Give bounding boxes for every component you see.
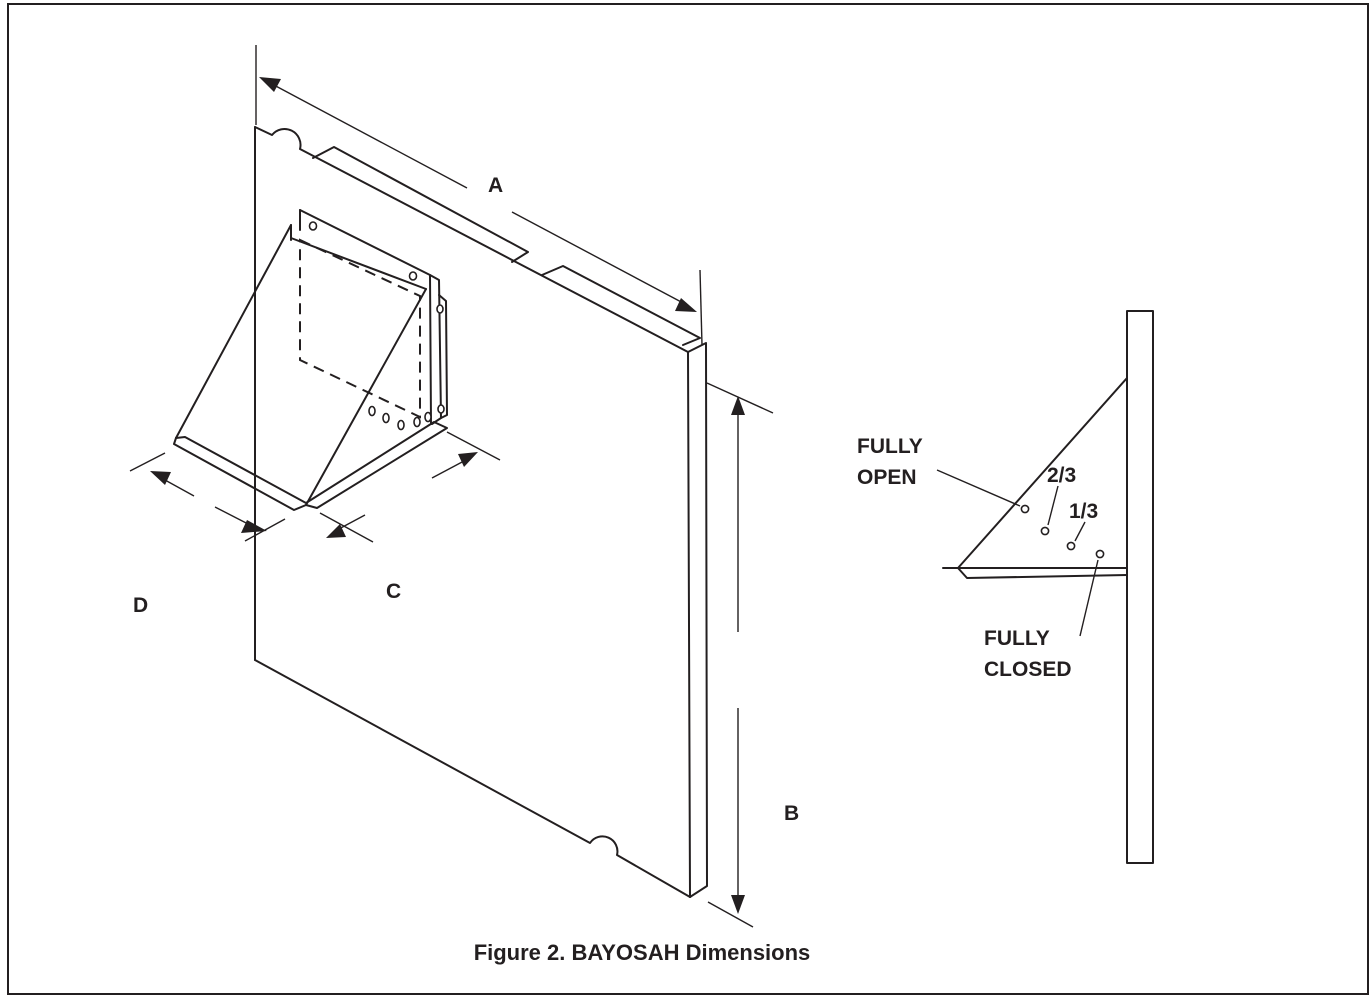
- dimension-c-arrow-down: [326, 524, 346, 538]
- figure-caption: Figure 2. BAYOSAH Dimensions: [474, 940, 811, 965]
- dimension-c-label: C: [386, 580, 401, 603]
- dimension-b-label: B: [784, 802, 799, 825]
- dimension-d: D: [129, 452, 286, 617]
- panel-body: [254, 126, 708, 898]
- dimension-c: C: [319, 431, 501, 603]
- label-fully-open-1: FULLY: [857, 435, 923, 458]
- dimension-b-arrow-up: [731, 396, 745, 415]
- hole-fully-open: [1020, 504, 1030, 514]
- figure-frame: [7, 3, 1369, 995]
- dimension-a-label: A: [488, 174, 503, 197]
- hole-one-third: [1066, 541, 1076, 551]
- hood: [173, 209, 448, 511]
- label-fully-closed-2: CLOSED: [984, 658, 1072, 681]
- dimension-c-arrow-up: [458, 452, 478, 467]
- dimension-d-arrow-right: [241, 520, 267, 533]
- dimension-a: A: [255, 45, 703, 346]
- dimension-a-arrow-right: [675, 298, 697, 312]
- top-flanges: [312, 146, 701, 346]
- side-view: FULLY OPEN 2/3 1/3 FULLY CLOSED: [857, 310, 1154, 864]
- dimension-b-arrow-down: [731, 895, 745, 914]
- dimension-b: B: [706, 382, 799, 928]
- dimension-d-arrow-left: [150, 471, 171, 485]
- label-fully-closed-1: FULLY: [984, 627, 1050, 650]
- label-fully-open-2: OPEN: [857, 466, 917, 489]
- dimension-d-label: D: [133, 594, 148, 617]
- hole-fully-closed: [1095, 549, 1105, 559]
- dimension-a-arrow-left: [259, 77, 281, 92]
- label-two-thirds: 2/3: [1047, 464, 1076, 487]
- label-one-third: 1/3: [1069, 500, 1098, 523]
- hole-two-thirds: [1040, 526, 1050, 536]
